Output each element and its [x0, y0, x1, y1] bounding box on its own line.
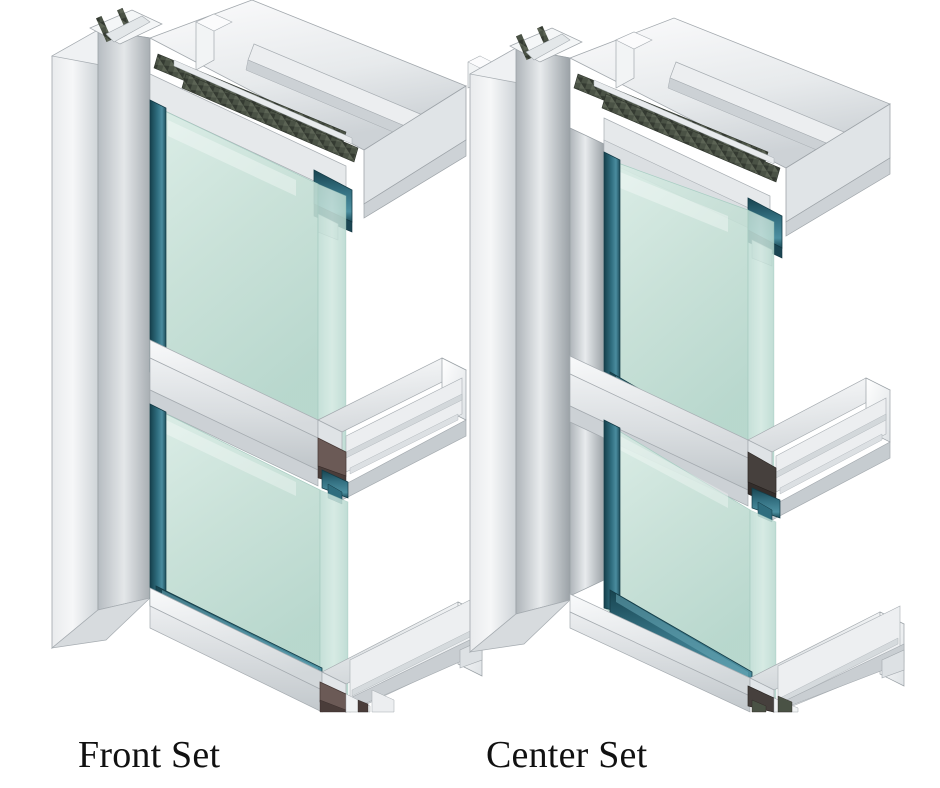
jamb-outer-face — [51, 29, 99, 649]
rail-lower-face — [149, 389, 319, 487]
weatherstrip-pile-inner — [601, 93, 781, 183]
glass-lower-highlight — [166, 420, 296, 496]
track-rib-a — [593, 79, 775, 165]
figure-center-set — [452, 0, 922, 713]
head-upstand-fin-top — [615, 31, 653, 50]
sill-weep-baffle-b — [777, 695, 793, 713]
rail-glazing-gasket — [321, 469, 349, 499]
glass-upper-highlight — [620, 172, 728, 232]
head-jamb-extrusion — [89, 7, 163, 45]
head-weatherstrip-group — [153, 53, 359, 163]
sill-weep-baffle-a — [751, 699, 767, 713]
gasket-upper-left — [603, 151, 621, 397]
gasket-lower-left — [603, 419, 621, 613]
lower-glazing-unit — [149, 405, 349, 705]
sill-weep-baffle — [357, 699, 369, 713]
rail-internal-web-b — [349, 413, 459, 475]
sill-assembly — [569, 593, 905, 713]
caption-front-set: Front Set — [78, 734, 221, 776]
jamb-outer-face — [469, 47, 517, 653]
track-rib-a — [173, 59, 353, 145]
sill-anchor-foot — [881, 649, 905, 679]
head-upstand-fin-top — [195, 13, 233, 32]
meeting-rail-assembly — [149, 339, 467, 505]
sill-drain-chamber-b — [371, 689, 395, 713]
gasket-lower-left — [149, 403, 167, 611]
jamb-inner-reveal — [97, 29, 151, 611]
head-jamb-extrusion — [509, 25, 583, 63]
rail-internal-web-b — [779, 433, 883, 495]
glass-lower-highlight — [620, 436, 728, 508]
gasket-lower-bottom-highlight — [616, 594, 748, 680]
caption-center-set: Center Set — [486, 734, 648, 776]
sill-main-face — [569, 611, 751, 713]
center-set-drawing — [467, 17, 905, 713]
jamb-inner-reveal — [515, 47, 571, 615]
head-track-assembly — [89, 0, 467, 241]
weatherstrip-pile-inner — [181, 73, 359, 163]
figure-front-set — [46, 0, 516, 713]
front-set-drawing — [50, 0, 483, 713]
jamb-assembly — [468, 47, 605, 653]
head-outer-return-lip — [363, 139, 467, 219]
jamb-assembly — [50, 29, 152, 649]
head-track-assembly — [509, 17, 891, 267]
head-outer-return-lip — [785, 157, 891, 237]
head-weatherstrip-group — [573, 73, 781, 183]
glass-upper-highlight — [168, 120, 296, 196]
